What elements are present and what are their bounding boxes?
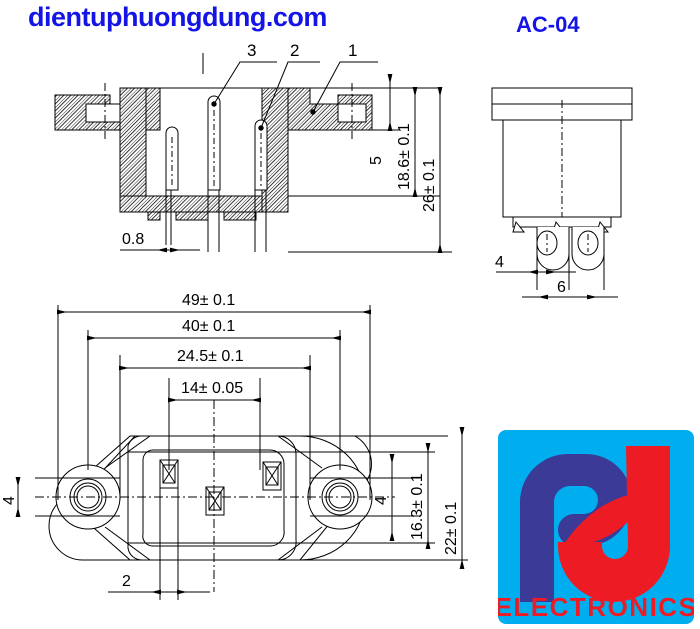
- terminal-lug-right: [571, 227, 605, 290]
- svg-text:18.6± 0.1: 18.6± 0.1: [396, 123, 413, 190]
- contact-slots: [159, 459, 282, 516]
- svg-text:4: 4: [373, 496, 390, 505]
- svg-text:40± 0.1: 40± 0.1: [182, 318, 235, 335]
- callout-2-label: 2: [290, 41, 299, 60]
- svg-text:6: 6: [557, 279, 566, 296]
- callout-3-label: 3: [247, 41, 256, 60]
- dim-40: 40± 0.1: [87, 318, 341, 341]
- svg-text:16.3± 0.1: 16.3± 0.1: [409, 473, 426, 540]
- callout-1-label: 1: [348, 41, 357, 60]
- dim-16-3: 16.3± 0.1: [409, 443, 431, 549]
- svg-text:26± 0.1: 26± 0.1: [421, 159, 438, 212]
- svg-text:14± 0.05: 14± 0.05: [181, 380, 243, 397]
- dim-14: 14± 0.05: [168, 380, 261, 403]
- dim-2: 2: [108, 573, 210, 595]
- blade-middle: [207, 95, 221, 252]
- svg-text:2: 2: [122, 573, 131, 590]
- svg-text:4: 4: [495, 254, 504, 271]
- svg-text:4: 4: [1, 496, 18, 505]
- part-code-label: AC-04: [516, 12, 580, 37]
- callout-leaders: [202, 53, 378, 129]
- dim-49: 49± 0.1: [57, 292, 371, 315]
- svg-text:0.8: 0.8: [122, 231, 144, 248]
- blade-left: [165, 126, 179, 245]
- view-end: 4 6: [491, 87, 633, 300]
- dim-5: 5: [368, 74, 393, 165]
- dim-26: 26± 0.1: [421, 87, 443, 253]
- svg-text:49± 0.1: 49± 0.1: [182, 292, 235, 309]
- dim-6-endview: 6: [522, 279, 618, 300]
- logo-letter-p: [520, 454, 632, 602]
- site-title: dientuphuongdung.com: [28, 2, 327, 32]
- dim-0-8: 0.8: [120, 231, 200, 253]
- view-bottom-plan: 49± 0.1 40± 0.1 24.5± 0.1 14± 0.05: [1, 292, 468, 600]
- company-logo: ELECTRONICS: [498, 430, 694, 624]
- dim-4-left: 4: [1, 477, 21, 517]
- view-cross-section: 3 2 1 0.8 5: [54, 41, 452, 253]
- logo-brand-text: ELECTRONICS: [498, 592, 694, 622]
- blade-right: [254, 119, 268, 252]
- dim-24-5: 24.5± 0.1: [119, 348, 311, 371]
- logo-letter-j: [558, 446, 670, 602]
- svg-text:24.5± 0.1: 24.5± 0.1: [177, 348, 244, 365]
- logo-graphic: ELECTRONICS: [498, 430, 694, 624]
- dim-18-6: 18.6± 0.1: [396, 87, 418, 197]
- svg-text:22± 0.1: 22± 0.1: [443, 502, 460, 555]
- dim-4-right: 4: [373, 454, 395, 541]
- dim-22: 22± 0.1: [443, 427, 465, 569]
- dim-4-endview: 4: [495, 254, 576, 275]
- logo-leaf: [564, 492, 652, 545]
- svg-text:5: 5: [368, 156, 385, 165]
